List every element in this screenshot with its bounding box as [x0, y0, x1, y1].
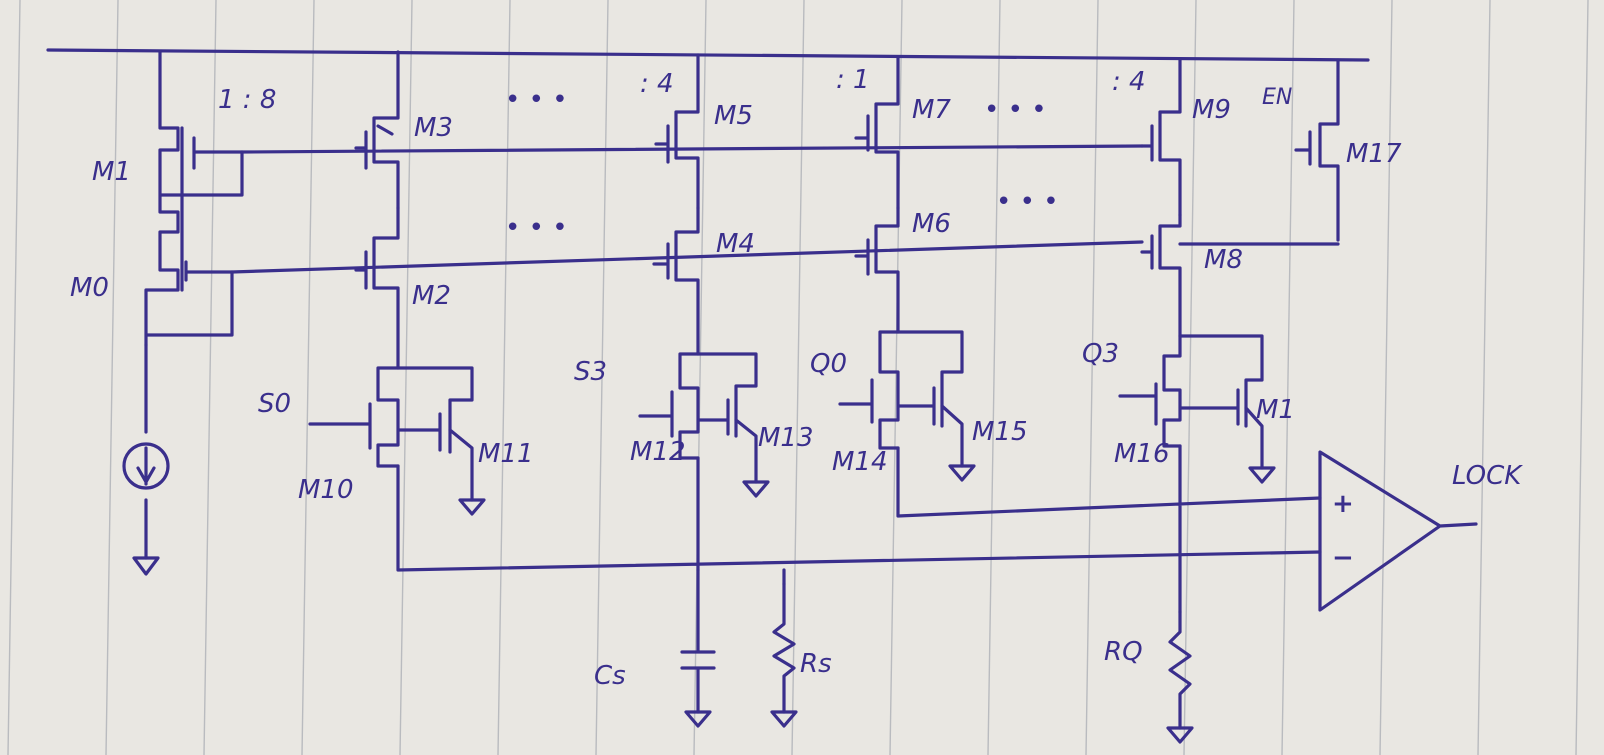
ref-node-wire — [896, 444, 1322, 614]
label-s0: S0 — [258, 389, 291, 419]
m9-pmos — [1140, 57, 1182, 217]
ground-icon-m15 — [948, 464, 976, 482]
label-m16: M16 — [1114, 439, 1170, 469]
label-m5: M5 — [714, 101, 753, 131]
label-m9: M9 — [1192, 95, 1231, 125]
current-source-icon — [136, 343, 156, 560]
ground-icon-cs — [684, 710, 712, 728]
vdd-rail — [46, 48, 1370, 62]
schematic-ink — [46, 48, 1478, 744]
label-m10: M10 — [298, 475, 354, 505]
m14-m15-pair — [838, 330, 964, 468]
label-rs: Rs — [800, 649, 832, 679]
ground-icon-m11 — [458, 498, 486, 516]
label-m1: M1 — [92, 157, 131, 187]
sense-node-wire — [396, 456, 1322, 586]
label-en: EN — [1262, 85, 1292, 110]
label-m12: M12 — [630, 437, 686, 467]
m7-pmos — [854, 55, 900, 210]
label-m15: M15 — [972, 417, 1028, 447]
m1-m0-diode-column — [144, 50, 244, 347]
m4-pmos — [652, 206, 700, 356]
ground-icon-rq — [1166, 726, 1194, 744]
ellipsis-mid-left: • • • — [505, 213, 568, 243]
label-m4: M4 — [716, 229, 755, 259]
label-m14: M14 — [832, 447, 888, 477]
paper-rule-lines — [7, 0, 1589, 755]
label-s3: S3 — [574, 357, 607, 387]
label-m2: M2 — [412, 281, 451, 311]
capacitor-icon — [680, 568, 716, 714]
comparator-minus-sign: − — [1332, 543, 1354, 573]
m17-pmos — [1294, 58, 1340, 242]
m10-m11-pair — [308, 366, 474, 502]
label-cs: Cs — [594, 661, 626, 691]
resistor-icon-rs — [772, 582, 796, 714]
label-lock: LOCK — [1452, 461, 1523, 491]
ellipsis-mid-right: • • • — [996, 187, 1059, 217]
m3-pmos — [354, 50, 400, 210]
m16-m1-pair — [1118, 334, 1264, 470]
m12-m13-pair — [638, 352, 758, 484]
label-q3: Q3 — [1082, 339, 1119, 369]
ground-icon-left — [132, 556, 160, 576]
ratio-m7: : 1 — [836, 65, 870, 95]
label-m1-right: M1 — [1256, 395, 1295, 425]
resistor-icon-rq — [1168, 610, 1192, 730]
bias-line-bottom — [230, 240, 1144, 274]
ratio-m9: : 4 — [1112, 67, 1146, 97]
ratio-m5: : 4 — [640, 69, 674, 99]
label-m13: M13 — [758, 423, 814, 453]
comparator-plus-sign: + — [1332, 489, 1354, 519]
label-m7: M7 — [912, 95, 951, 125]
ground-icon-m1 — [1248, 466, 1276, 484]
m5-pmos — [654, 53, 700, 210]
m2-pmos — [354, 206, 400, 370]
ground-icon-m13 — [742, 480, 770, 498]
current-source-circle — [122, 442, 170, 490]
label-q0: Q0 — [810, 349, 847, 379]
comparator-icon — [1318, 450, 1478, 612]
label-rq: RQ — [1104, 637, 1143, 667]
schematic-labels: 1 : 8 : 4 : 1 : 4 • • • • • • • • • • • … — [70, 65, 1523, 691]
bias-line-top — [240, 144, 1144, 154]
ground-icon-rs — [770, 710, 798, 728]
label-m3: M3 — [414, 113, 453, 143]
ellipsis-top-left: • • • — [505, 85, 568, 115]
label-m17: M17 — [1346, 139, 1402, 169]
ellipsis-top-right: • • • — [984, 95, 1047, 125]
m6-pmos — [854, 206, 900, 334]
label-m8: M8 — [1204, 245, 1243, 275]
label-m0: M0 — [70, 273, 109, 303]
label-m11: M11 — [478, 439, 534, 469]
m8-pmos — [1140, 213, 1182, 338]
label-m6: M6 — [912, 209, 951, 239]
ratio-m1-m3: 1 : 8 — [218, 85, 276, 115]
